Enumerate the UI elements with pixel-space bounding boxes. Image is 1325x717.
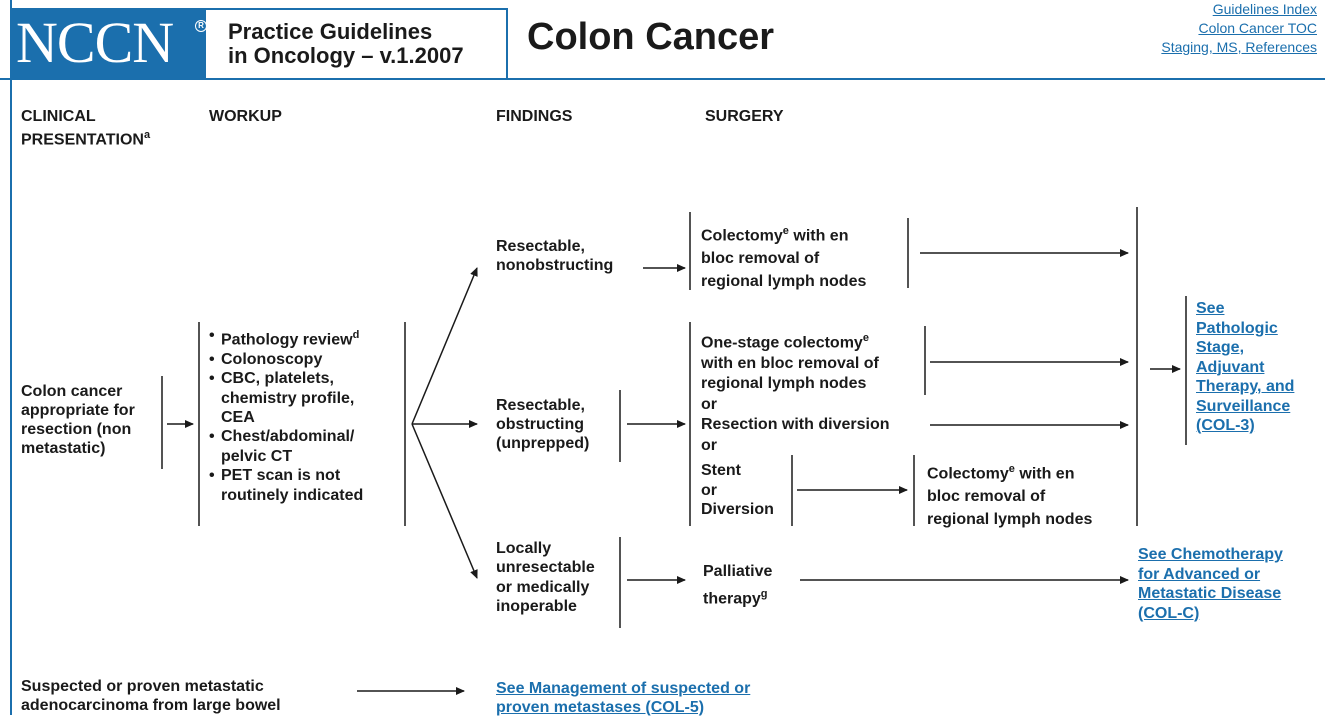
page-title: Colon Cancer bbox=[527, 16, 775, 58]
finding-resectable-nonobstructing: Resectable, nonobstructing bbox=[496, 238, 614, 274]
practice-line-1: Practice Guidelines bbox=[228, 19, 433, 44]
finding-resectable-obstructing: Resectable, obstructing (unprepped) bbox=[496, 397, 590, 452]
surgery-stent-diversion: Stent or Diversion bbox=[701, 462, 774, 518]
nccn-logo: NCCN R bbox=[10, 8, 207, 78]
col-findings: FINDINGS bbox=[496, 108, 573, 125]
see-pathologic-stage-link[interactable]: See Pathologic Stage, Adjuvant Therapy, … bbox=[1196, 300, 1295, 434]
see-management-metastases-link[interactable]: See Management of suspected or proven me… bbox=[496, 680, 751, 716]
metastatic-presentation: Suspected or proven metastatic adenocarc… bbox=[21, 678, 281, 714]
col-workup: WORKUP bbox=[209, 108, 282, 125]
finding-unresectable: Locally unresectable or medically inoper… bbox=[496, 540, 595, 616]
practice-guidelines-box: Practice Guidelines in Oncology – v.1.20… bbox=[206, 8, 508, 80]
workup-item: PET scan is not routinely indicated bbox=[209, 466, 401, 505]
colon-cancer-toc-link[interactable]: Colon Cancer TOC bbox=[1198, 20, 1317, 36]
surgery-palliative: Palliative therapyg bbox=[703, 563, 773, 608]
workup-item: Colonoscopy bbox=[209, 350, 399, 370]
surgery-colectomy: Colectomye with en bloc removal of regio… bbox=[701, 225, 867, 291]
col-clinical-presentation: CLINICAL PRESENTATIONa bbox=[21, 108, 151, 149]
presentation-text: Colon cancer appropriate for resection (… bbox=[21, 383, 135, 457]
registered-mark-icon: R bbox=[195, 20, 207, 32]
col-surgery: SURGERY bbox=[705, 108, 784, 125]
header-rule bbox=[0, 78, 1325, 80]
see-chemotherapy-link[interactable]: See Chemotherapy for Advanced or Metasta… bbox=[1138, 546, 1283, 622]
surgery-onestage: One-stage colectomye with en bloc remova… bbox=[701, 332, 890, 454]
guidelines-index-link[interactable]: Guidelines Index bbox=[1212, 1, 1317, 17]
workup-item: Pathology reviewd bbox=[209, 326, 399, 350]
workup-item: Chest/abdominal/ pelvic CT bbox=[209, 427, 401, 466]
workup-list: Pathology reviewd Colonoscopy CBC, plate… bbox=[209, 326, 399, 505]
staging-ms-references-link[interactable]: Staging, MS, References bbox=[1161, 39, 1317, 55]
practice-line-2: in Oncology – v.1.2007 bbox=[228, 43, 464, 68]
left-blue-rule bbox=[10, 0, 12, 715]
workup-item: CBC, platelets, chemistry profile, CEA bbox=[209, 369, 381, 427]
header-nav: Guidelines Index Colon Cancer TOC Stagin… bbox=[1161, 0, 1317, 57]
surgery-colectomy-after-stent: Colectomye with en bloc removal of regio… bbox=[927, 463, 1093, 529]
